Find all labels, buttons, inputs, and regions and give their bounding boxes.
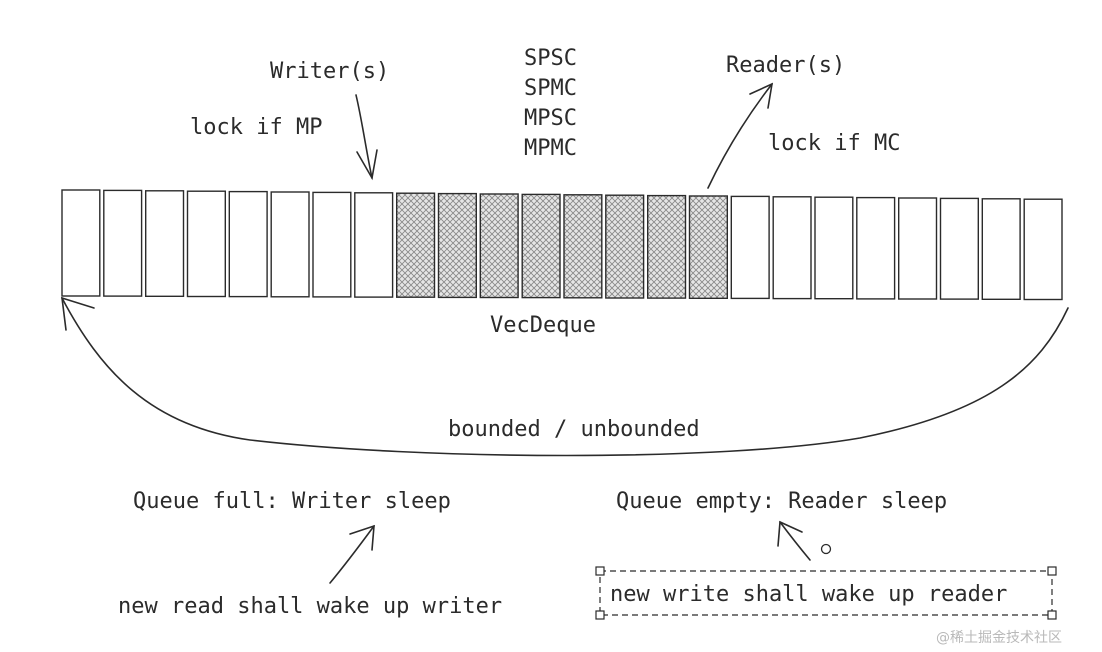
buffer-slot-empty xyxy=(312,191,352,298)
wraparound-arrow xyxy=(61,296,1069,457)
buffer-slot-empty xyxy=(270,191,310,298)
selection-handle-top-right xyxy=(1047,566,1057,576)
rotate-handle-icon xyxy=(820,543,832,555)
buffer-slot-empty xyxy=(103,189,143,297)
buffer-slot-empty xyxy=(898,197,938,300)
buffer-slot-empty xyxy=(856,196,896,300)
buffer-slot-filled xyxy=(396,192,436,298)
capacity-label: bounded / unbounded xyxy=(448,417,700,442)
buffer-slot-empty xyxy=(61,189,101,297)
buffer-slot-filled xyxy=(563,194,603,299)
mode-spsc: SPSC xyxy=(524,46,577,71)
wake-writer-note: new read shall wake up writer xyxy=(118,594,502,619)
mode-mpsc: MPSC xyxy=(524,106,577,131)
buffer-slot-filled xyxy=(688,195,728,300)
wake-reader-arrow xyxy=(777,520,811,561)
buffer-slot-filled xyxy=(605,194,645,299)
selection-handle-bottom-right xyxy=(1047,610,1057,620)
mode-spmc: SPMC xyxy=(524,76,577,101)
buffer-slot-filled xyxy=(647,194,687,299)
selection-handle-top-left xyxy=(595,566,605,576)
vecdeque-label: VecDeque xyxy=(490,313,596,338)
buffer-slot-filled xyxy=(479,193,519,299)
reader-arrow xyxy=(707,82,774,189)
vecdeque-buffer xyxy=(61,189,1063,301)
buffer-slot-empty xyxy=(772,196,812,300)
wake-writer-arrow xyxy=(329,524,375,584)
queue-full-note: Queue full: Writer sleep xyxy=(133,489,451,514)
buffer-slot-empty xyxy=(730,195,770,300)
selection-handle-bottom-left xyxy=(595,610,605,620)
queue-empty-note: Queue empty: Reader sleep xyxy=(616,489,947,514)
buffer-slot-empty xyxy=(814,196,854,300)
buffer-slot-filled xyxy=(521,193,561,299)
buffer-slot-empty xyxy=(1023,198,1063,301)
buffer-slot-filled xyxy=(437,192,477,299)
writer-arrow xyxy=(355,94,378,181)
buffer-slot-empty xyxy=(981,198,1021,301)
wake-reader-note: new write shall wake up reader xyxy=(610,582,1007,607)
buffer-slot-empty xyxy=(228,190,268,298)
selection-box xyxy=(595,566,1057,620)
reader-lock-note: lock if MC xyxy=(768,131,900,156)
reader-label: Reader(s) xyxy=(726,53,845,78)
mode-mpmc: MPMC xyxy=(524,136,577,161)
buffer-slot-empty xyxy=(354,192,394,298)
buffer-slot-empty xyxy=(939,197,979,300)
buffer-slot-empty xyxy=(144,190,185,298)
writer-lock-note: lock if MP xyxy=(190,115,322,140)
watermark: @稀土掘金技术社区 xyxy=(936,630,1062,646)
buffer-slot-empty xyxy=(186,190,226,298)
writer-label: Writer(s) xyxy=(270,59,389,84)
